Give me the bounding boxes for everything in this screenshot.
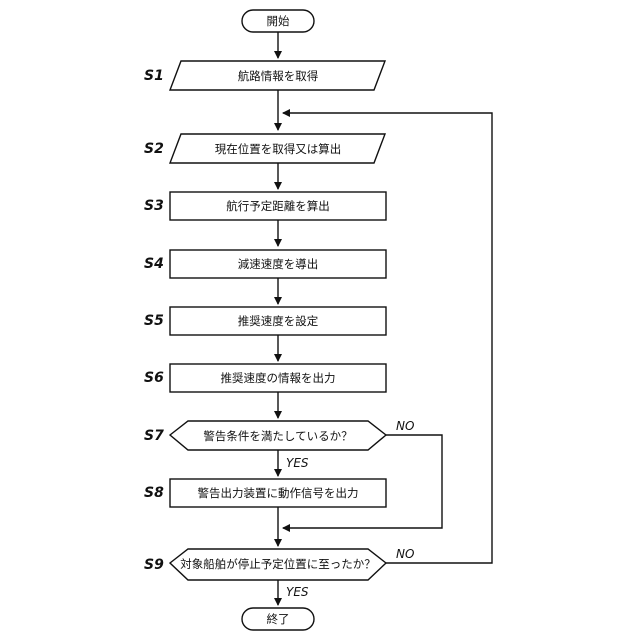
step-s7: 警告条件を満たしているか？ S7 bbox=[144, 421, 386, 450]
step-s9-text: 対象船舶が停止予定位置に至ったか？ bbox=[180, 557, 376, 571]
step-s4-text: 減速速度を導出 bbox=[238, 257, 319, 271]
step-s9: 対象船舶が停止予定位置に至ったか？ S9 bbox=[144, 549, 386, 580]
s7-yes-label: YES bbox=[286, 456, 309, 470]
step-s1-text: 航路情報を取得 bbox=[238, 69, 319, 83]
step-s3-id: S3 bbox=[144, 198, 164, 214]
step-s7-id: S7 bbox=[144, 428, 164, 444]
step-s2: 現在位置を取得又は算出 S2 bbox=[144, 134, 385, 163]
step-s9-id: S9 bbox=[144, 557, 164, 573]
step-s6-text: 推奨速度の情報を出力 bbox=[221, 371, 336, 385]
step-s5-id: S5 bbox=[144, 313, 164, 329]
step-s2-text: 現在位置を取得又は算出 bbox=[215, 142, 342, 156]
step-s3-text: 航行予定距離を算出 bbox=[226, 199, 330, 213]
step-s1: 航路情報を取得 S1 bbox=[144, 61, 385, 90]
s9-no-label: NO bbox=[396, 547, 414, 561]
step-s8-id: S8 bbox=[144, 485, 164, 501]
s9-yes-label: YES bbox=[286, 585, 309, 599]
step-s5: 推奨速度を設定 S5 bbox=[144, 307, 386, 335]
step-s8: 警告出力装置に動作信号を出力 S8 bbox=[144, 479, 386, 507]
step-s7-text: 警告条件を満たしているか？ bbox=[203, 429, 352, 443]
step-s2-id: S2 bbox=[144, 141, 164, 157]
step-s6-id: S6 bbox=[144, 370, 164, 386]
step-s1-id: S1 bbox=[144, 68, 164, 84]
step-s4-id: S4 bbox=[144, 256, 164, 272]
end-label: 終了 bbox=[267, 612, 290, 626]
step-s4: 減速速度を導出 S4 bbox=[144, 250, 386, 278]
step-s5-text: 推奨速度を設定 bbox=[238, 314, 319, 328]
step-s8-text: 警告出力装置に動作信号を出力 bbox=[198, 486, 359, 500]
end-terminal: 終了 bbox=[242, 608, 314, 630]
s7-no-label: NO bbox=[396, 419, 414, 433]
start-terminal: 開始 bbox=[242, 10, 314, 32]
start-label: 開始 bbox=[267, 14, 290, 28]
step-s6: 推奨速度の情報を出力 S6 bbox=[144, 364, 386, 392]
step-s3: 航行予定距離を算出 S3 bbox=[144, 192, 386, 220]
